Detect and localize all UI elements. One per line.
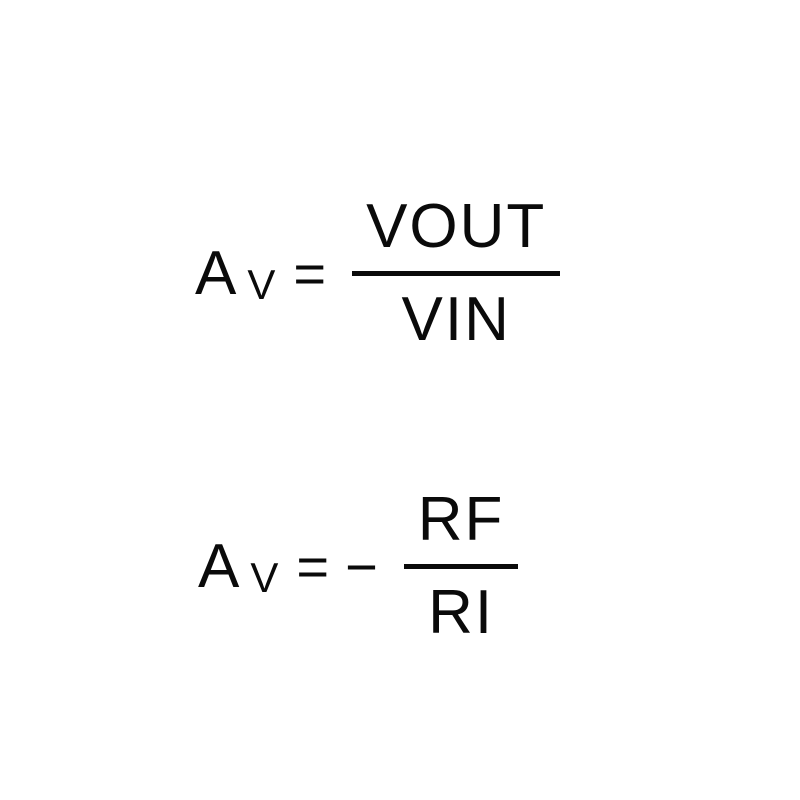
fraction-bar: [403, 564, 519, 569]
fraction-denominator: RI: [428, 578, 495, 647]
fraction-denominator: VIN: [401, 285, 511, 354]
gain-symbol: A: [198, 531, 241, 601]
gain-symbol: A: [195, 238, 238, 308]
minus-sign: −: [345, 534, 378, 598]
fraction: RF RI: [403, 485, 519, 647]
fraction-numerator: RF: [417, 485, 505, 554]
equals-sign: =: [296, 534, 330, 598]
equals-sign: =: [293, 241, 327, 305]
fraction-bar: [352, 271, 561, 276]
fraction-numerator: VOUT: [366, 192, 547, 261]
equation-voltage-gain: A V = VOUT VIN: [195, 192, 561, 354]
equation-inverting-gain: A V = − RF RI: [198, 485, 519, 647]
fraction: VOUT VIN: [352, 192, 561, 354]
gain-subscript: V: [247, 260, 276, 308]
gain-subscript: V: [250, 553, 279, 601]
